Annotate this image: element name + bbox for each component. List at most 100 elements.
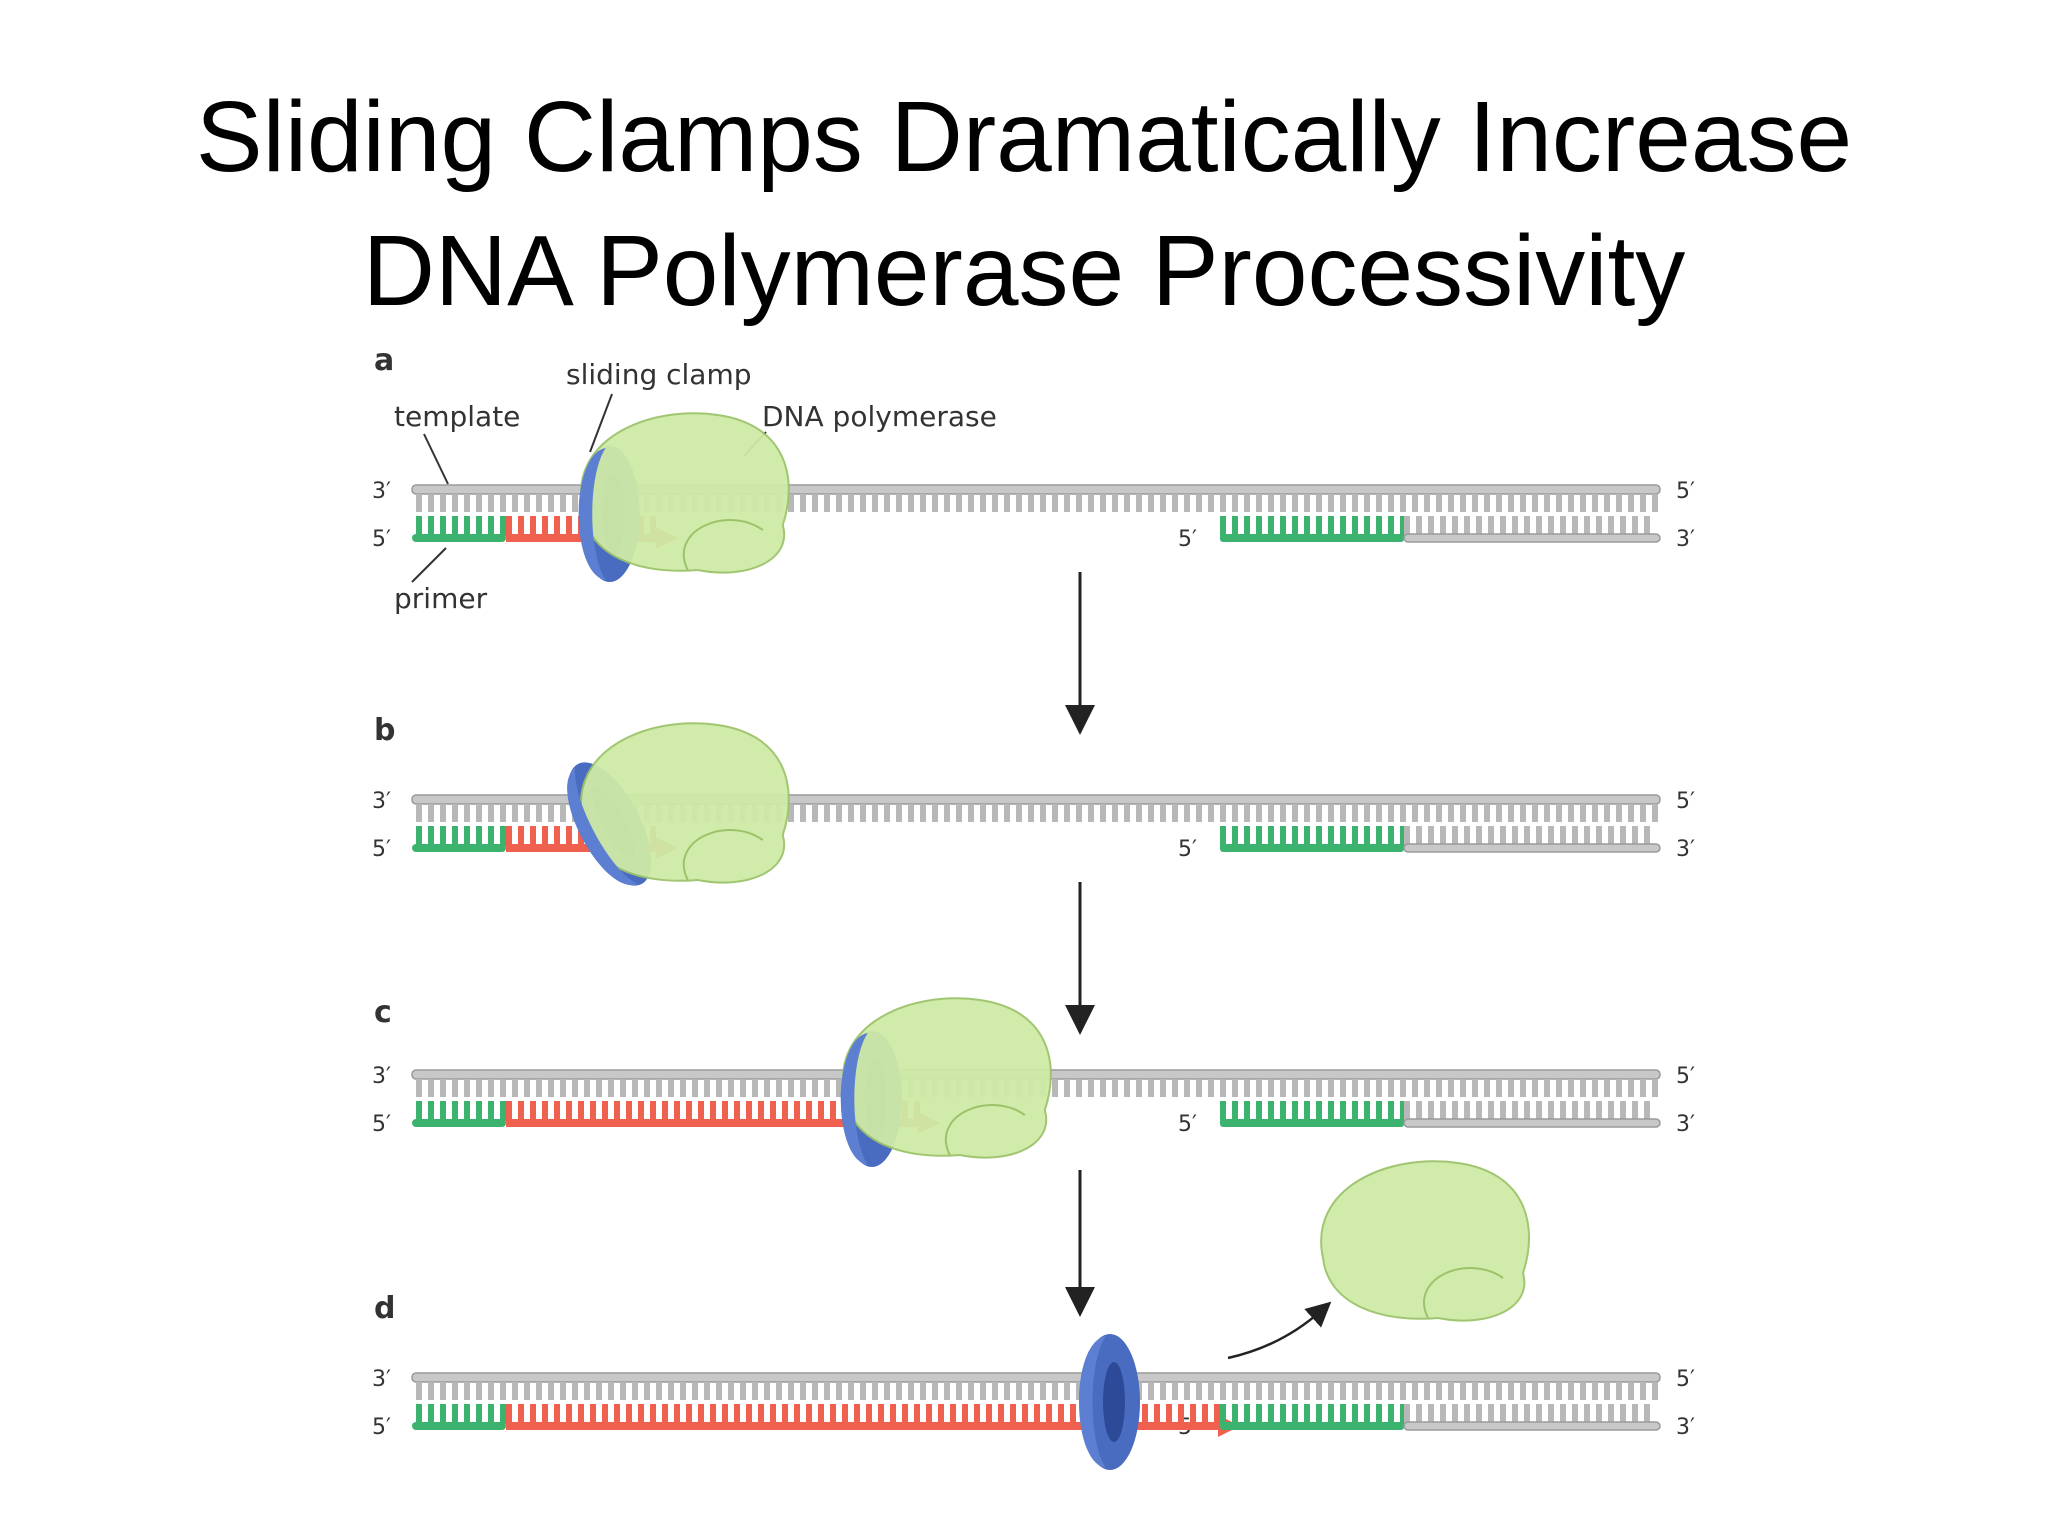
template-base xyxy=(1652,1079,1658,1097)
template-base xyxy=(968,804,974,822)
template-base xyxy=(728,1382,734,1400)
new-strand-base xyxy=(974,1404,980,1424)
template-base xyxy=(1520,494,1526,512)
downstream-base xyxy=(1488,1404,1494,1424)
template-base xyxy=(668,1382,674,1400)
new-strand-base xyxy=(1070,1404,1076,1424)
template-base xyxy=(500,804,506,822)
template-base xyxy=(584,1079,590,1097)
template-base xyxy=(956,1382,962,1400)
template-base xyxy=(836,1079,842,1097)
downstream-base xyxy=(1500,1404,1506,1424)
downstream-base xyxy=(1608,516,1614,536)
template-base xyxy=(1364,804,1370,822)
downstream-base xyxy=(1572,516,1578,536)
template-base xyxy=(1412,1079,1418,1097)
new-strand-base xyxy=(566,1404,572,1424)
panel-label-a: a xyxy=(374,343,394,378)
primer-base xyxy=(464,826,470,846)
template-base xyxy=(512,494,518,512)
template-base xyxy=(548,1382,554,1400)
template-base xyxy=(1172,804,1178,822)
primer-base xyxy=(476,826,482,846)
new-strand-base xyxy=(1046,1404,1052,1424)
primer-base xyxy=(464,516,470,536)
primer-base xyxy=(440,826,446,846)
template-base xyxy=(1052,804,1058,822)
downstream-base xyxy=(1632,826,1638,846)
downstream-primer-base xyxy=(1244,1404,1250,1424)
template-base xyxy=(932,1382,938,1400)
template-base xyxy=(476,494,482,512)
new-strand-base xyxy=(818,1101,824,1121)
downstream-primer-base xyxy=(1280,1404,1286,1424)
downstream-base xyxy=(1524,1404,1530,1424)
dna-polymerase-c-fold xyxy=(944,1104,1026,1156)
template-base xyxy=(1136,494,1142,512)
downstream-base xyxy=(1548,516,1554,536)
template-base xyxy=(1436,1382,1442,1400)
template-base xyxy=(416,494,422,512)
template-base xyxy=(1436,1079,1442,1097)
new-strand-base xyxy=(686,1404,692,1424)
primer-base xyxy=(464,1101,470,1121)
template-base xyxy=(1268,1382,1274,1400)
new-strand-base xyxy=(542,516,548,536)
template-base xyxy=(884,1382,890,1400)
downstream-base xyxy=(1620,826,1626,846)
template-base xyxy=(1640,804,1646,822)
new-strand-base xyxy=(506,1404,512,1424)
template-base xyxy=(1124,1079,1130,1097)
template-base xyxy=(1364,494,1370,512)
downstream-base xyxy=(1632,516,1638,536)
template-base xyxy=(1544,1079,1550,1097)
new-strand-base xyxy=(542,1404,548,1424)
template-base xyxy=(1184,494,1190,512)
end-label-5prime-left: 5′ xyxy=(372,837,391,862)
downstream-base xyxy=(1416,1101,1422,1121)
template-base xyxy=(500,1079,506,1097)
new-strand-base xyxy=(734,1404,740,1424)
downstream-primer-strand xyxy=(1220,1119,1404,1127)
downstream-base xyxy=(1512,1101,1518,1121)
panel-a: a3′5′5′3′5′ xyxy=(372,343,1695,582)
new-strand-base xyxy=(674,1404,680,1424)
downstream-primer-base xyxy=(1316,516,1322,536)
new-strand-base xyxy=(782,1404,788,1424)
template-base xyxy=(776,1382,782,1400)
downstream-primer-base xyxy=(1244,1101,1250,1121)
downstream-base xyxy=(1584,1101,1590,1121)
template-base xyxy=(1532,1079,1538,1097)
template-base xyxy=(440,1382,446,1400)
template-base xyxy=(1628,1079,1634,1097)
template-base xyxy=(1376,494,1382,512)
dna-polymerase-released-fold xyxy=(1423,1267,1504,1319)
template-base xyxy=(920,804,926,822)
downstream-base xyxy=(1476,1101,1482,1121)
primer-base xyxy=(452,1101,458,1121)
template-base xyxy=(1592,804,1598,822)
template-base xyxy=(764,1382,770,1400)
template-base xyxy=(1088,1079,1094,1097)
template-base xyxy=(1316,1079,1322,1097)
template-base xyxy=(788,494,794,512)
template-base xyxy=(1256,1382,1262,1400)
template-base xyxy=(1424,804,1430,822)
template-base xyxy=(1592,1079,1598,1097)
downstream-primer-base xyxy=(1220,1404,1226,1424)
template-base xyxy=(788,804,794,822)
template-base xyxy=(500,494,506,512)
template-base xyxy=(1556,1079,1562,1097)
new-strand-base xyxy=(578,826,584,846)
template-base xyxy=(1412,1382,1418,1400)
template-base xyxy=(1076,1079,1082,1097)
template-base xyxy=(500,1382,506,1400)
label-template: template xyxy=(394,400,520,433)
template-base xyxy=(1448,1079,1454,1097)
downstream-primer-base xyxy=(1232,826,1238,846)
primer-base xyxy=(416,1101,422,1121)
primer-base xyxy=(416,516,422,536)
template-base xyxy=(1076,1382,1082,1400)
downstream-primer-base xyxy=(1220,516,1226,536)
template-base xyxy=(1544,494,1550,512)
